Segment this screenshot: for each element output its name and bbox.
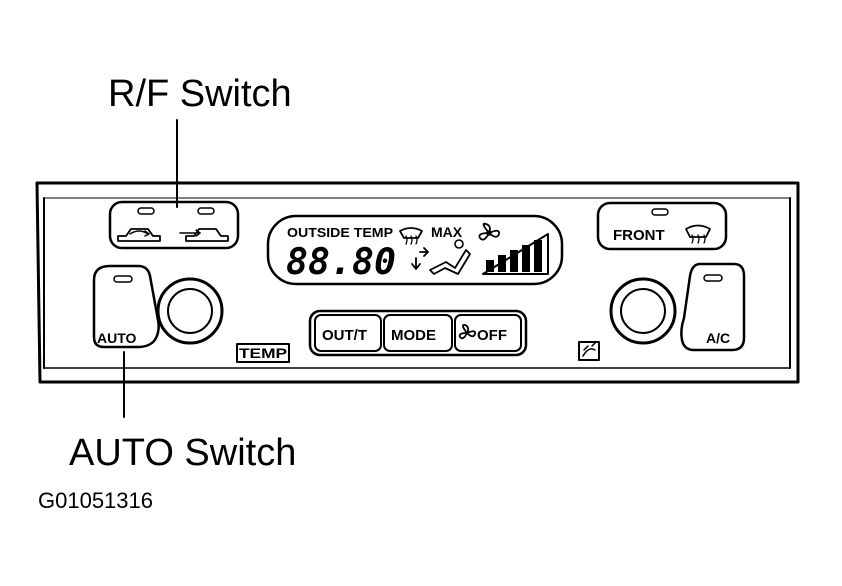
front-defrost-button[interactable]: FRONT	[596, 201, 728, 251]
airflow-mode-icon	[411, 247, 429, 270]
fan-icon	[458, 324, 476, 340]
blower-bar	[486, 260, 494, 272]
center-button-group	[308, 309, 528, 357]
ac-button-label: A/C	[706, 330, 730, 346]
out-temp-button[interactable]: OUT/T	[314, 314, 382, 352]
svg-text:TEMP: TEMP	[239, 345, 287, 361]
blower-bars-outline	[482, 233, 549, 275]
car-fresh-air-icon	[179, 228, 229, 242]
out-temp-label: OUT/T	[322, 327, 367, 344]
sun-sensor-icon	[578, 341, 600, 361]
ac-switch[interactable]: A/C	[680, 262, 746, 352]
figure-id: G01051316	[38, 488, 153, 513]
fan-off-button[interactable]: OFF	[454, 314, 522, 352]
blower-level-bars	[482, 233, 549, 275]
auto-button-label: AUTO	[97, 330, 137, 346]
climate-control-panel	[35, 181, 800, 384]
seat-occupant-icon	[429, 239, 471, 275]
car-recirculation-icon	[117, 228, 161, 242]
blower-bar	[522, 245, 530, 272]
front-button-label: FRONT	[613, 227, 665, 244]
off-label: OFF	[477, 327, 507, 344]
mode-button[interactable]: MODE	[383, 314, 453, 352]
right-temperature-knob[interactable]	[609, 277, 677, 345]
max-indicator: MAX	[431, 224, 463, 240]
lcd-display: OUTSIDE TEMP MAX 88.80	[266, 214, 564, 286]
temperature-readout: 88.80	[286, 242, 396, 283]
rf-switch[interactable]	[108, 200, 240, 250]
left-temperature-knob[interactable]	[156, 277, 224, 345]
front-defrost-icon	[685, 224, 711, 244]
blower-bar	[510, 250, 518, 272]
temp-label: TEMP	[236, 343, 290, 363]
blower-bar	[498, 255, 506, 272]
auto-switch-callout: AUTO Switch	[69, 432, 296, 474]
auto-switch[interactable]: AUTO	[92, 264, 160, 349]
front-defrost-icon	[399, 227, 423, 245]
fan-icon	[478, 222, 500, 241]
blower-bar	[534, 240, 542, 272]
mode-label: MODE	[391, 327, 436, 344]
rf-switch-callout: R/F Switch	[108, 73, 292, 115]
outside-temp-label: OUTSIDE TEMP	[287, 225, 393, 240]
